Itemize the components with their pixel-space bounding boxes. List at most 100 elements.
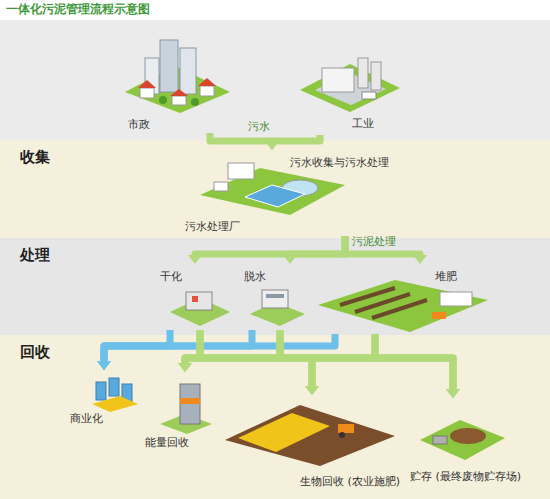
flow-line	[290, 236, 345, 256]
band-ground	[0, 140, 550, 238]
flow-line	[375, 334, 453, 390]
band-label: 回收	[20, 343, 50, 361]
plant-building	[228, 163, 254, 179]
truck	[362, 92, 376, 99]
process-node: 脱水	[240, 264, 312, 330]
process-node: 贮存 (最终废物贮存场)	[408, 398, 546, 494]
barrel	[109, 378, 119, 396]
arrow-head	[97, 361, 111, 370]
arrow-head	[413, 255, 427, 264]
compost-row	[372, 300, 427, 318]
roof	[170, 89, 188, 96]
flow-arrow	[200, 330, 319, 395]
flow-arrow	[200, 330, 460, 398]
arrow-head	[446, 389, 460, 398]
flow-arrow	[265, 135, 320, 150]
flow-arrow	[283, 236, 345, 264]
process-node: 污水收集与污水处理污水处理厂	[180, 150, 435, 236]
flow-arrow	[97, 330, 170, 370]
waste-pile	[450, 428, 486, 444]
flow-arrow	[178, 334, 375, 372]
flow-arrow	[97, 330, 252, 370]
edge-label: 污水	[248, 120, 270, 134]
arrow-head	[97, 361, 111, 370]
arrow-head	[188, 255, 202, 264]
arrow-head	[265, 141, 279, 150]
flow-arrow	[305, 334, 375, 395]
node-label: 市政	[128, 118, 150, 132]
arrow-head	[178, 363, 192, 372]
flow-arrow	[188, 236, 345, 264]
diagram-title: 一体化污泥管理流程示意图	[6, 2, 150, 17]
arrow-head	[446, 389, 460, 398]
stage-band: 处理干化脱水 堆肥	[0, 238, 550, 335]
pallet	[92, 396, 138, 412]
factory	[322, 68, 354, 92]
press	[262, 290, 288, 308]
reactor	[180, 384, 200, 424]
band-ground	[0, 335, 550, 499]
house	[140, 88, 154, 98]
arrow-head	[305, 386, 319, 395]
arrow-head	[178, 363, 192, 372]
arrow-head	[446, 389, 460, 398]
truck	[433, 436, 447, 444]
node-label: 贮存 (最终废物贮存场)	[410, 470, 521, 484]
node-label: 污水处理厂	[185, 220, 240, 234]
press-part	[266, 294, 284, 298]
flow-arrow	[280, 330, 460, 398]
node-label: 工业	[352, 117, 374, 131]
stage-band: 回收商业化能量回收生物回收 (农业施肥) 贮存 (最终废物贮存场)	[0, 335, 550, 499]
node-label: 商业化	[70, 412, 103, 426]
house	[200, 86, 214, 96]
process-node: 生物回收 (农业施肥)	[222, 395, 405, 495]
node-label: 脱水	[244, 270, 266, 284]
house	[172, 96, 186, 105]
stage-band: 收集 污水收集与污水处理污水处理厂	[0, 140, 550, 238]
arrow-head	[178, 363, 192, 372]
plant-building	[214, 182, 228, 191]
tractor-wheel	[339, 432, 345, 438]
flow-line	[195, 236, 345, 256]
process-node: 工业	[300, 45, 400, 135]
band-label: 处理	[20, 246, 50, 264]
process-node: 能量回收	[145, 372, 217, 454]
tower	[160, 40, 178, 92]
node-label: 能量回收	[145, 436, 189, 450]
crop	[238, 413, 330, 452]
compost-ground	[318, 280, 488, 332]
tree	[159, 96, 167, 104]
silo	[371, 62, 381, 90]
storage-ground	[420, 420, 505, 460]
arrow-head	[265, 141, 279, 150]
flow-arrow	[210, 133, 279, 150]
dryer-part	[192, 296, 198, 302]
edge-label: 污泥处理	[352, 235, 396, 249]
process-node: 商业化	[68, 370, 140, 428]
process-node: 干化	[150, 264, 235, 330]
tower	[180, 48, 196, 94]
title-ground	[0, 0, 550, 20]
flow-line	[312, 334, 375, 387]
process-node: 市政	[120, 35, 230, 133]
tree	[191, 98, 199, 106]
arrow-head	[305, 386, 319, 395]
basin	[245, 185, 305, 207]
roof	[138, 80, 156, 88]
flow-arrow	[178, 330, 280, 372]
source-ground	[0, 20, 550, 140]
arrow-head	[305, 386, 319, 395]
tractor	[338, 424, 354, 433]
process-node: 堆肥	[315, 264, 490, 334]
flow-line	[345, 236, 420, 256]
reactor-band	[180, 398, 200, 404]
flow-arrow	[97, 334, 335, 370]
band-label: 收集	[20, 148, 50, 166]
truck	[432, 312, 446, 319]
node-label: 生物回收 (农业施肥)	[300, 475, 400, 489]
node-label: 堆肥	[435, 270, 457, 284]
field	[225, 405, 395, 466]
arrow-head	[283, 255, 297, 264]
flow-line	[210, 133, 272, 142]
